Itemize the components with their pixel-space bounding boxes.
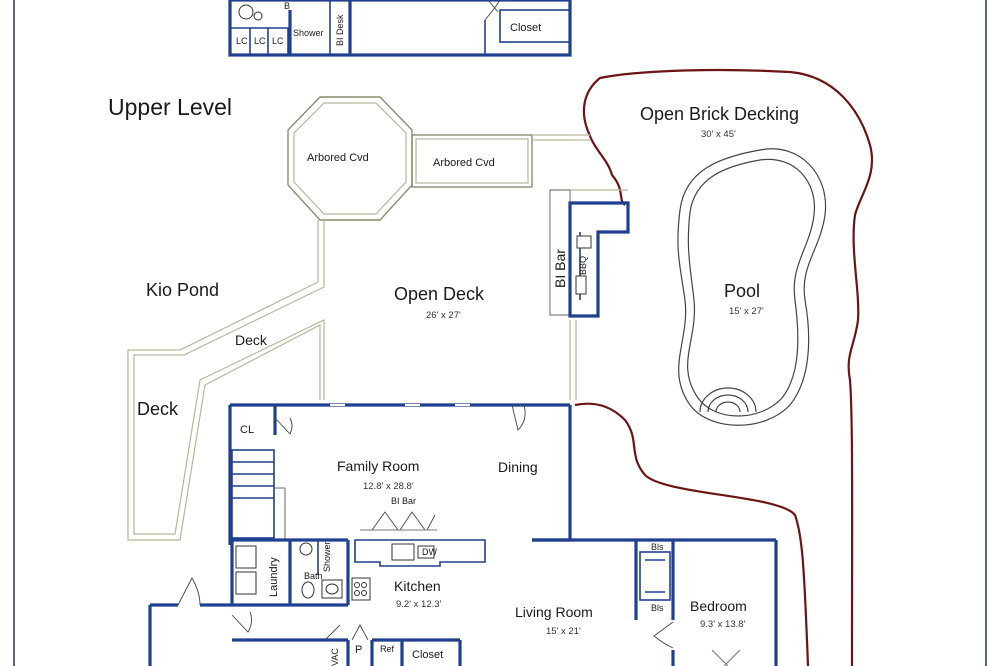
label-bedroom-dim: 9.3' x 13.8' bbox=[700, 619, 746, 630]
label-bls-2: Bls bbox=[651, 603, 664, 613]
label-shower-bath: Shower bbox=[322, 541, 332, 572]
label-closet-bottom: Closet bbox=[412, 649, 443, 661]
label-dining: Dining bbox=[498, 459, 538, 475]
label-living-room-dim: 15' x 21' bbox=[546, 626, 581, 637]
label-shower-top: Shower bbox=[293, 28, 324, 38]
label-bbq: BBQ bbox=[578, 256, 588, 275]
label-bath: Bath bbox=[304, 571, 323, 581]
label-arbored-cvd-1: Arbored Cvd bbox=[307, 152, 369, 164]
label-living-room: Living Room bbox=[515, 604, 593, 620]
label-open-brick-decking: Open Brick Decking bbox=[640, 104, 799, 124]
label-pool: Pool bbox=[724, 281, 760, 301]
label-deck-2: Deck bbox=[137, 399, 179, 419]
label-open-deck: Open Deck bbox=[394, 284, 485, 304]
label-bi-bar-outdoor: BI Bar bbox=[552, 249, 568, 288]
label-ref: Ref bbox=[380, 644, 395, 654]
label-bls-1: Bls bbox=[651, 542, 664, 552]
arbored-structures bbox=[287, 96, 590, 221]
label-bi-desk: BI Desk bbox=[335, 14, 345, 46]
label-kio-pond: Kio Pond bbox=[146, 280, 219, 300]
label-lc-1: LC bbox=[236, 36, 248, 46]
label-family-room: Family Room bbox=[337, 458, 419, 474]
label-laundry: Laundry bbox=[268, 557, 280, 597]
label-dw: DW bbox=[422, 547, 437, 557]
upper-level-title: Upper Level bbox=[108, 94, 232, 120]
label-lc-3: LC bbox=[272, 36, 284, 46]
label-lc-2: LC bbox=[254, 36, 266, 46]
outdoor-bar-bbq bbox=[549, 189, 630, 318]
label-bedroom: Bedroom bbox=[690, 598, 747, 614]
label-open-deck-dim: 26' x 27' bbox=[426, 310, 461, 321]
label-deck-1: Deck bbox=[235, 332, 268, 348]
label-open-brick-decking-dim: 30' x 45' bbox=[701, 129, 736, 140]
label-vac: VAC bbox=[330, 648, 340, 666]
upper-level-strip bbox=[228, 0, 572, 57]
brick-decking-outline bbox=[574, 68, 874, 666]
label-kitchen-dim: 9.2' x 12.3' bbox=[396, 599, 442, 610]
label-p: P bbox=[355, 644, 362, 656]
label-closet-top: Closet bbox=[510, 22, 541, 34]
pool-shape bbox=[677, 148, 827, 426]
label-arbored-cvd-2: Arbored Cvd bbox=[433, 157, 495, 169]
label-pool-dim: 15' x 27' bbox=[729, 306, 764, 317]
label-family-room-dim: 12.8' x 28.8' bbox=[363, 481, 414, 492]
label-kitchen: Kitchen bbox=[394, 578, 441, 594]
label-cl: CL bbox=[240, 424, 254, 436]
label-b-top: B bbox=[284, 1, 290, 11]
label-bi-bar-indoor: BI Bar bbox=[391, 496, 416, 506]
main-floor-walls bbox=[148, 403, 778, 666]
